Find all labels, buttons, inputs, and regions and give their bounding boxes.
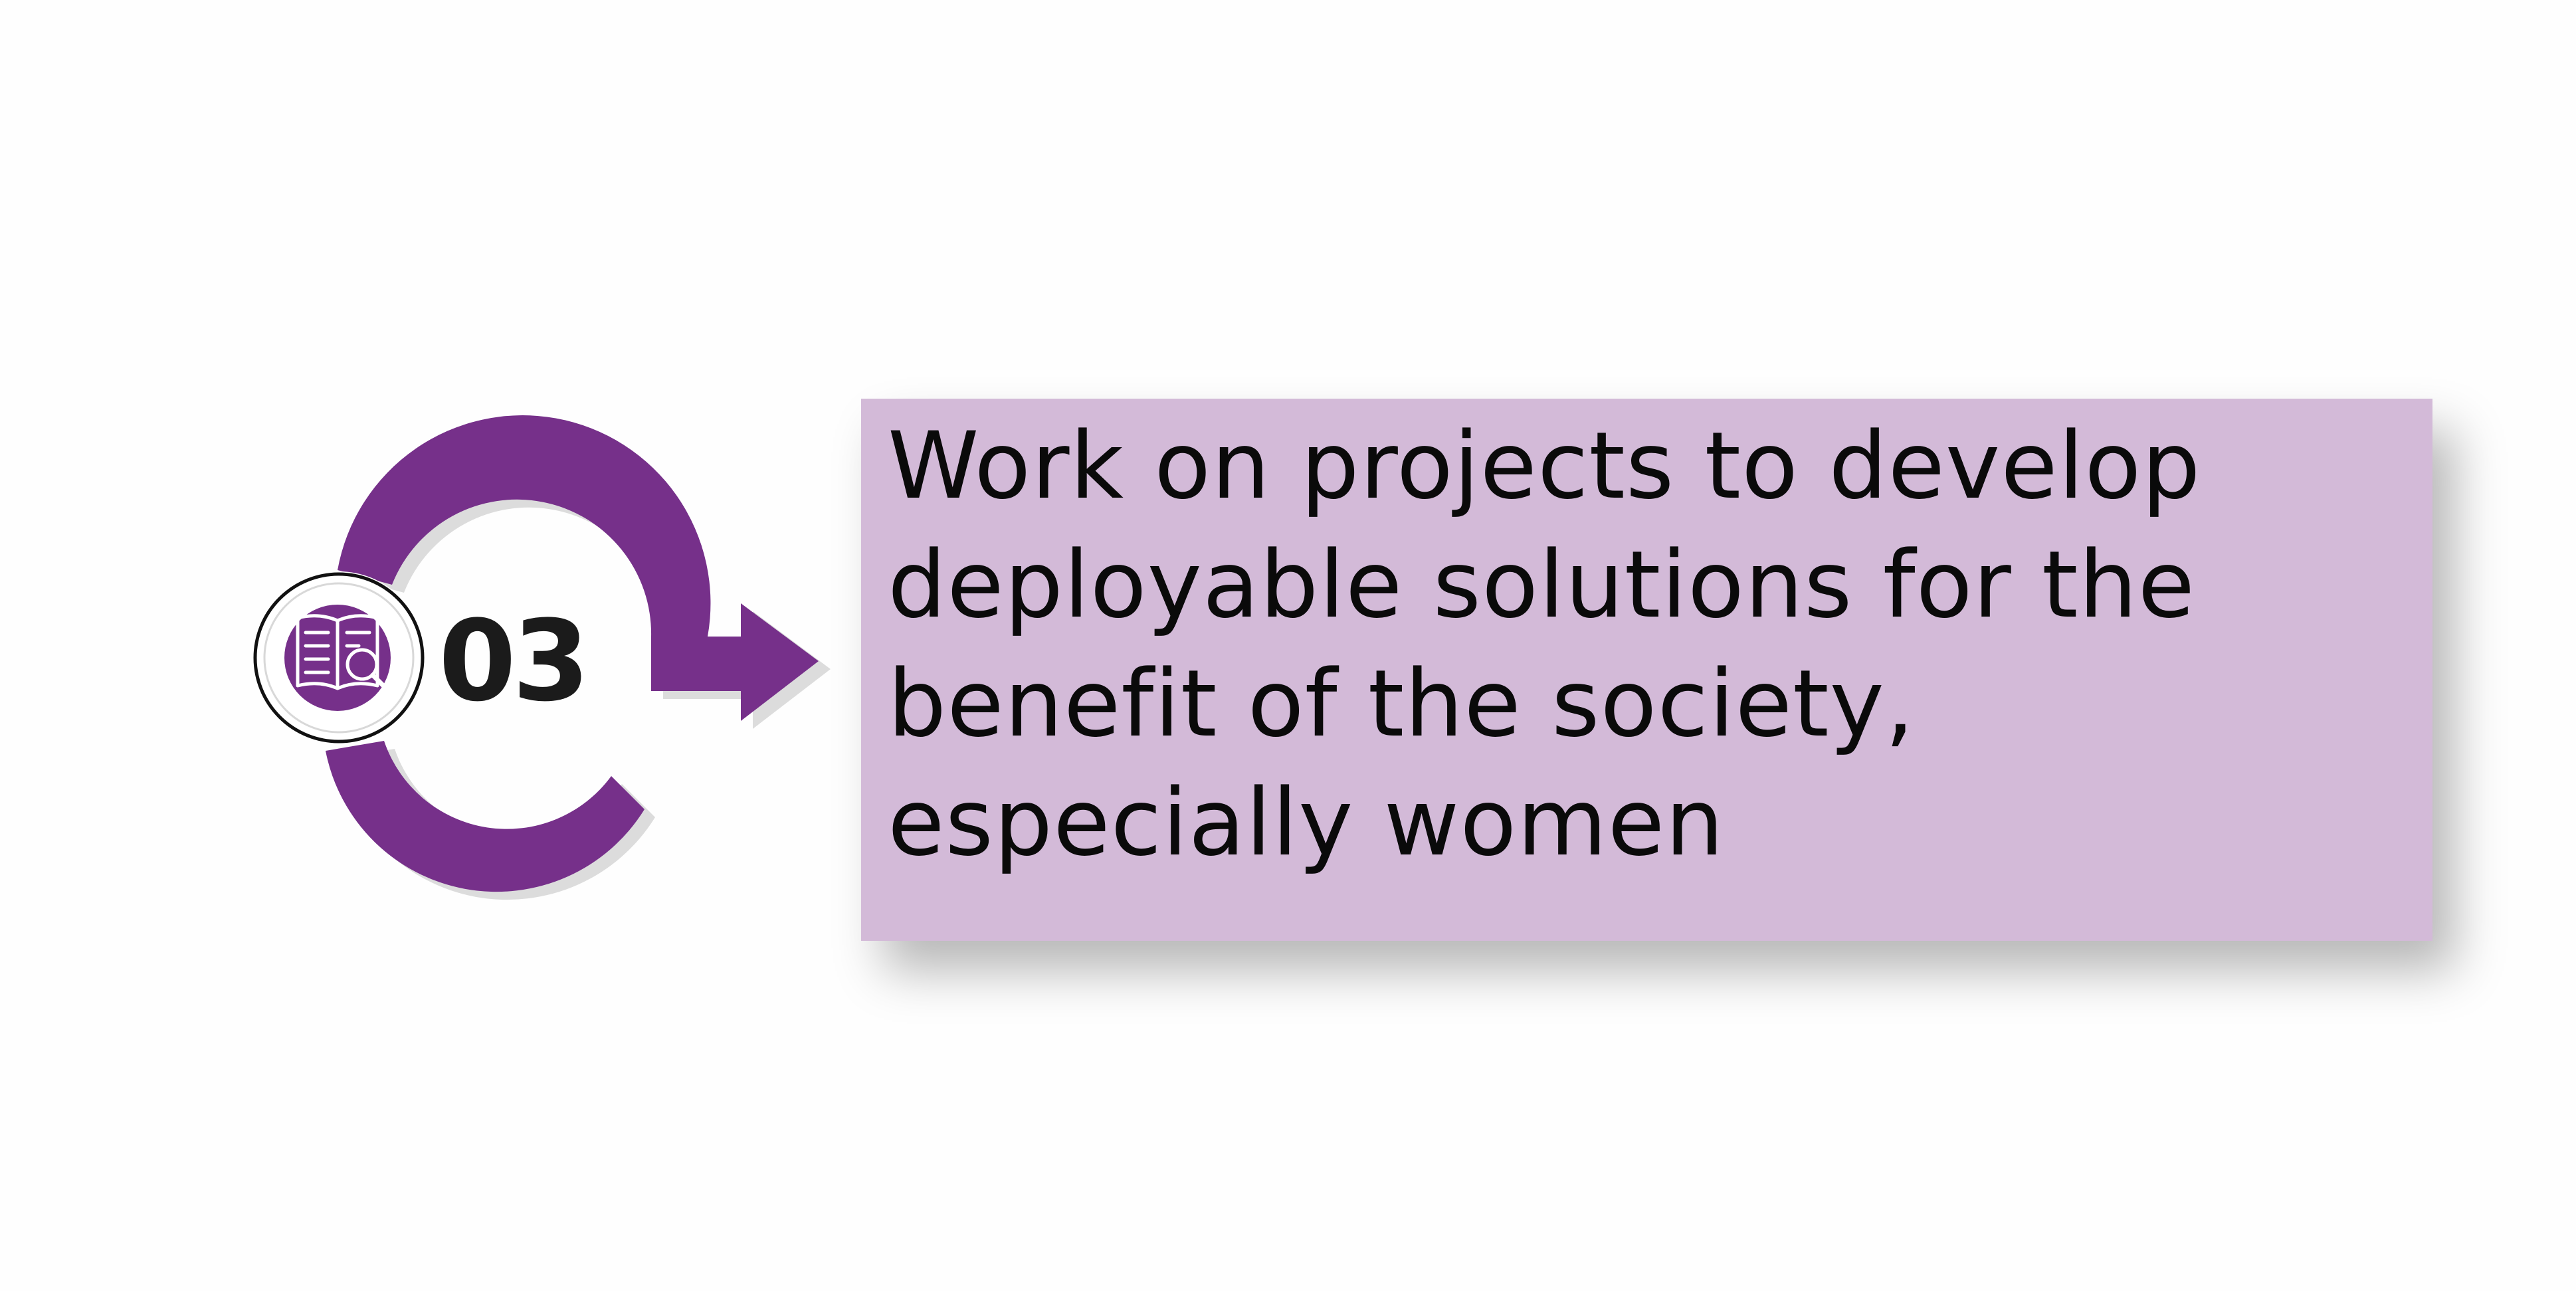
upper-arrow: [338, 415, 819, 721]
statement-line: especially women: [888, 769, 1725, 876]
step-number: 03: [439, 596, 590, 726]
book-search-icon: [296, 614, 388, 690]
statement-box: Work on projects to develop deployable s…: [861, 399, 2432, 941]
statement-line: benefit of the society,: [888, 650, 1916, 757]
lower-arc: [326, 741, 644, 892]
statement-line: Work on projects to develop: [888, 412, 2201, 520]
statement-line: deployable solutions for the: [888, 531, 2196, 639]
